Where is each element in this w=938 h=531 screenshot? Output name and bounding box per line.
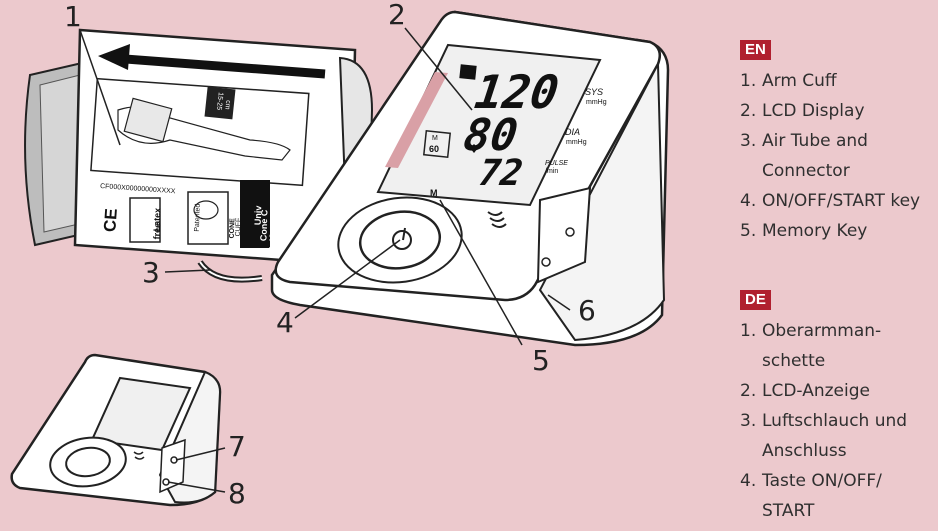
memory-key-label: M [430, 188, 438, 198]
device-diagram: 15-25 cm CF000X00000000XXXX CE Latex fre… [10, 0, 670, 510]
lang-badge-en: EN [740, 40, 771, 60]
patented-label: Patented [194, 204, 202, 232]
list-item: 1.Arm Cuff [740, 71, 837, 91]
univ-label-1: Univ [253, 205, 264, 225]
legend-de-list: 1.Oberarmman- schette 2.LCD-Anzeige 3.Lu… [700, 316, 938, 526]
latex-free-label: free [152, 223, 163, 240]
list-item: 4.ON/OFF/START key [740, 191, 921, 211]
callout-8: 8 [228, 477, 246, 510]
list-item: 3.Air Tube and Connector [740, 131, 868, 181]
ce-mark: CE [100, 208, 121, 233]
list-item: 1.Oberarmman- schette [740, 321, 882, 371]
monitor-small [10, 353, 222, 507]
pulse-label: PULSE [545, 160, 568, 167]
cuff-label: CUFF [235, 218, 243, 237]
list-item: 5.Memory Key [740, 221, 868, 241]
callout-5: 5 [532, 344, 550, 377]
list-item: 3.Luftschlauch und Anschluss [740, 411, 908, 461]
callout-2: 2 [388, 0, 406, 31]
dia-label: DIA [565, 127, 580, 137]
cone-label: CONE [229, 218, 237, 239]
sys-value: 120 [466, 66, 566, 120]
callout-4: 4 [276, 306, 294, 339]
list-item: 2.LCD Display [740, 101, 865, 121]
arm-cuff: 15-25 cm CF000X00000000XXXX CE Latex fre… [24, 28, 374, 267]
cuff-size-label: 15-25 [215, 92, 224, 111]
cuff-size-unit: cm [223, 100, 231, 110]
callout-1: 1 [64, 0, 82, 33]
dia-unit: mmHg [566, 139, 587, 146]
latex-label: Latex [152, 208, 163, 232]
lcd-memory-num: 60 [429, 144, 439, 154]
univ-label-2: Cone C [258, 209, 269, 241]
monitor-main: 120 80 72 SYS mmHg DIA mmHg PULSE /min M… [270, 10, 670, 347]
legend-de: DE 1.Oberarmman- schette 2.LCD-Anzeige 3… [700, 290, 938, 526]
lang-badge-de: DE [740, 290, 771, 310]
range-label: 24-40cm [267, 220, 278, 256]
legend-en-list: 1.Arm Cuff 2.LCD Display 3.Air Tube and … [700, 66, 938, 246]
list-item: 2.LCD-Anzeige [740, 381, 870, 401]
sys-unit: mmHg [586, 99, 607, 106]
lcd-memory-badge: M [432, 135, 438, 142]
legend-en: EN 1.Arm Cuff 2.LCD Display 3.Air Tube a… [700, 40, 938, 246]
callout-7: 7 [228, 430, 246, 463]
leader-lines [79, 27, 571, 493]
pulse-unit: /min [545, 168, 558, 175]
list-item: 4.Taste ON/OFF/ START [740, 471, 882, 521]
callout-6: 6 [578, 294, 596, 327]
callout-3: 3 [142, 256, 160, 289]
sys-label: SYS [585, 87, 603, 97]
